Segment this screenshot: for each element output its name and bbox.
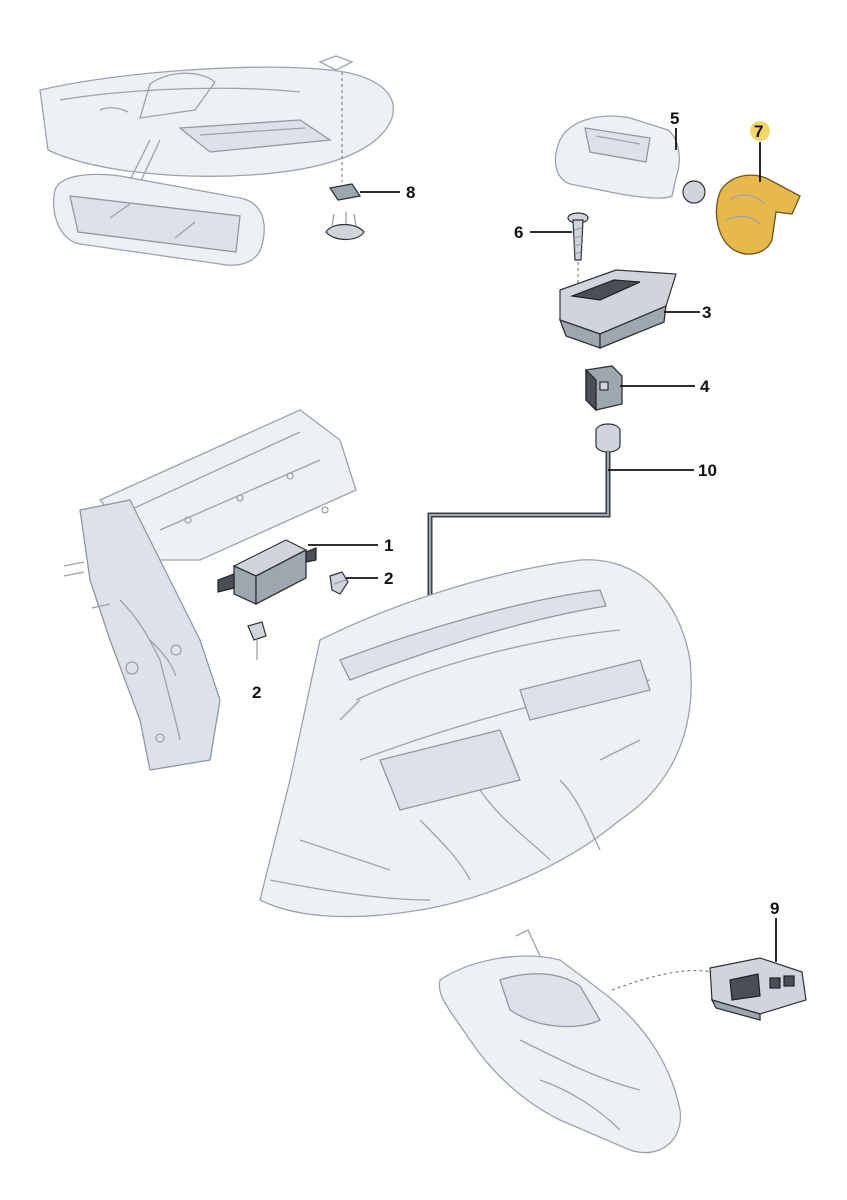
part-7-highlighted-icon [715,174,801,255]
dashboard-panel [259,559,692,918]
roof-headliner [39,66,394,177]
part-8-sensor-icon [325,183,365,241]
part-2-clip-upper-icon [329,571,349,595]
callout-6: 6 [514,223,523,242]
callout-7-badge [750,121,770,141]
center-console [438,929,682,1154]
roof-clip-icon [318,55,354,182]
part-2-clip-lower-icon [247,621,267,660]
callout-4: 4 [700,377,710,396]
callout-10: 10 [698,461,717,480]
callouts: 8 5 7 6 3 4 10 1 2 2 9 [252,109,779,918]
callout-3: 3 [702,303,711,322]
callout-9: 9 [770,899,779,918]
part-4-connector-icon [585,365,623,412]
part-3-module-icon [558,269,677,349]
callout-5: 5 [670,109,679,128]
callout-7: 7 [754,122,763,141]
callout-1: 1 [384,536,393,555]
part-9-switch-icon [611,957,807,1021]
rearview-mirror-icon [52,139,265,266]
part-1-control-unit-icon [217,539,317,606]
part-5-housing-icon [554,115,706,204]
a-pillar-frame [63,409,357,771]
part-6-screw-icon [567,212,589,285]
leader-lines [308,128,777,962]
callout-2-upper: 2 [384,569,393,588]
callout-8: 8 [406,183,415,202]
callout-2-lower: 2 [252,683,261,702]
